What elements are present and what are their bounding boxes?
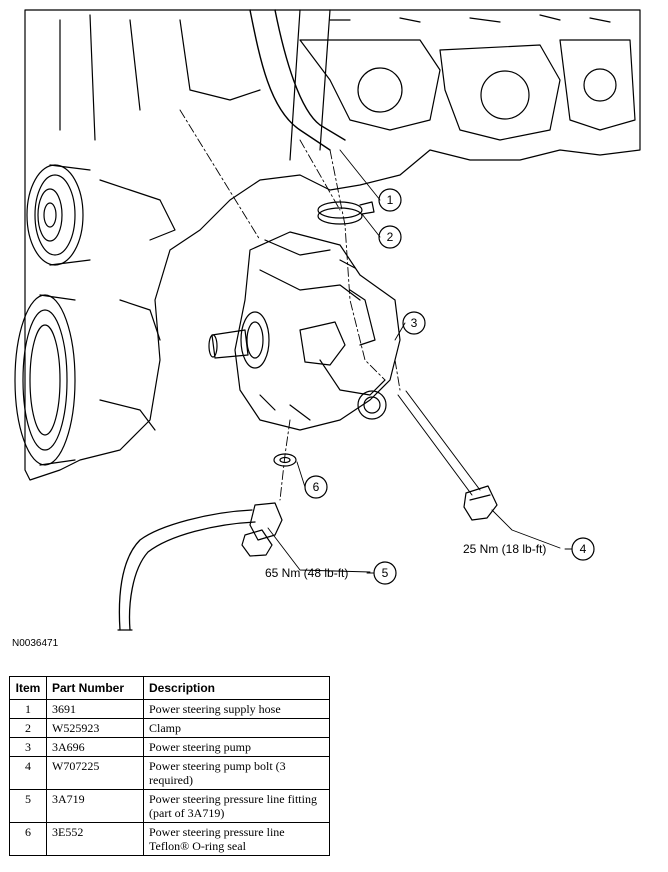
callout-circle-3: [402, 311, 426, 335]
table-row: 5 3A719 Power steering pressure line fit…: [9, 789, 330, 823]
callout-number-2: 2: [387, 230, 394, 244]
callout-number-1: 1: [387, 193, 394, 207]
table-row: 1 3691 Power steering supply hose: [9, 699, 330, 719]
table-row: 4 W707225 Power steering pump bolt (3 re…: [9, 756, 330, 790]
cell-item: 4: [9, 756, 47, 790]
table-header-row: Item Part Number Description: [9, 676, 330, 700]
bolt-drawing: [397, 390, 498, 521]
cell-part-number: 3A719: [46, 789, 144, 823]
header-item: Item: [9, 676, 47, 700]
pulley-drawing: [14, 164, 176, 466]
cell-description: Power steering pump: [143, 737, 330, 757]
callout-number-3: 3: [411, 316, 418, 330]
cell-part-number: W525923: [46, 718, 144, 738]
cell-part-number: 3A696: [46, 737, 144, 757]
cell-description: Power steering pressure line Teflon® O-r…: [143, 822, 330, 856]
figure-id: N0036471: [12, 638, 59, 649]
cell-part-number: 3691: [46, 699, 144, 719]
pressure-line-drawing: [117, 502, 283, 631]
torque-label-fitting: 65 Nm (48 lb-ft): [265, 566, 348, 580]
leader-lines: [267, 149, 561, 573]
table-row: 6 3E552 Power steering pressure line Tef…: [9, 822, 330, 856]
torque-label-bolt: 25 Nm (18 lb-ft): [463, 542, 546, 556]
cell-part-number: W707225: [46, 756, 144, 790]
callout-number-6: 6: [313, 480, 320, 494]
cell-description: Power steering supply hose: [143, 699, 330, 719]
header-description: Description: [143, 676, 330, 700]
cell-item: 1: [9, 699, 47, 719]
alignment-lines: [179, 109, 401, 501]
cell-description: Clamp: [143, 718, 330, 738]
clamp-drawing: [317, 201, 375, 225]
table-row: 2 W525923 Clamp: [9, 718, 330, 738]
callout-circle-6: [304, 475, 328, 499]
callout-circle-2: [378, 225, 402, 249]
engine-block-drawing: [24, 9, 641, 481]
callout-number-5: 5: [382, 566, 389, 580]
cell-description: Power steering pump bolt (3 required): [143, 756, 330, 790]
exploded-view-illustration: 1 2 3 4 5 6 25 Nm (18 lb-ft) 65 Nm (48 l…: [14, 9, 641, 631]
cell-item: 2: [9, 718, 47, 738]
cell-description: Power steering pressure line fitting (pa…: [143, 789, 330, 823]
cell-item: 5: [9, 789, 47, 823]
cell-item: 3: [9, 737, 47, 757]
callout-number-4: 4: [580, 542, 587, 556]
pump-drawing: [208, 231, 401, 431]
cell-part-number: 3E552: [46, 822, 144, 856]
cell-item: 6: [9, 822, 47, 856]
table-row: 3 3A696 Power steering pump: [9, 737, 330, 757]
header-part-number: Part Number: [46, 676, 144, 700]
parts-table: Item Part Number Description 1 3691 Powe…: [9, 676, 330, 856]
callout-circle-1: [378, 188, 402, 212]
